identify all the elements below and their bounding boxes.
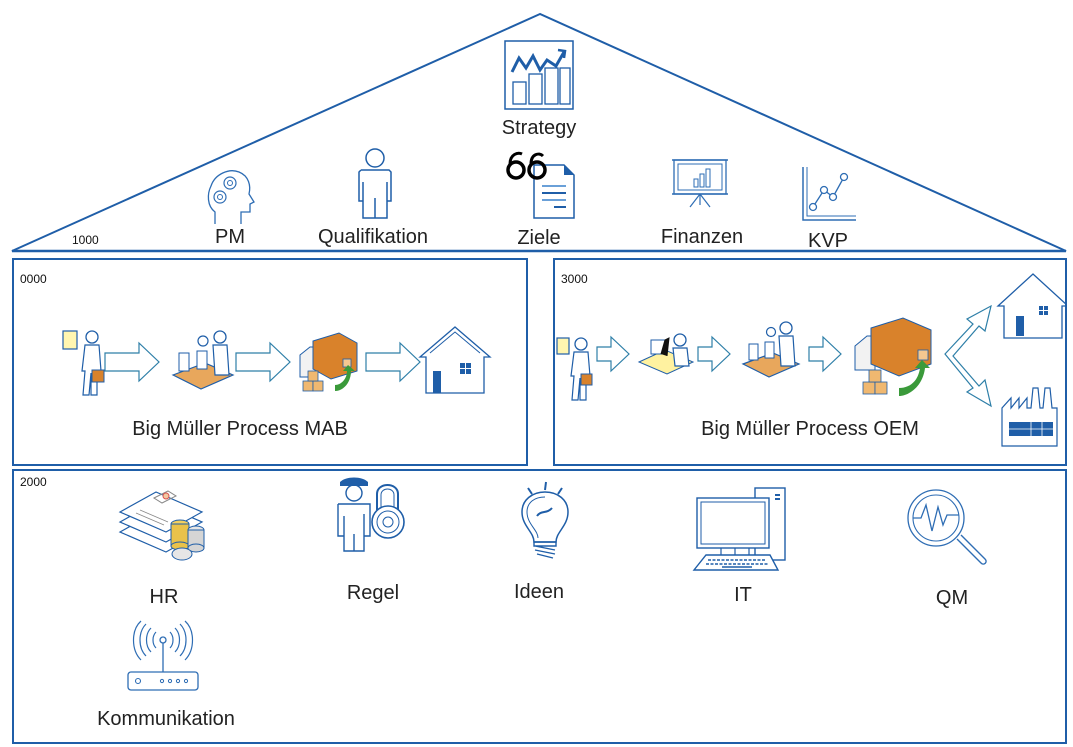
roof-code: 1000 bbox=[72, 233, 99, 247]
house-icon bbox=[418, 326, 492, 394]
lab-engineer-icon bbox=[637, 333, 695, 375]
process-mab-box bbox=[12, 258, 528, 466]
factory-icon bbox=[1001, 387, 1058, 447]
support-item-regel: Regel bbox=[346, 582, 400, 604]
support-box bbox=[12, 469, 1067, 744]
roof-item-ziele: Ziele bbox=[517, 227, 561, 249]
roof-outline bbox=[11, 12, 1067, 253]
wifi-router-icon bbox=[127, 620, 199, 691]
roof-item-finanzen: Finanzen bbox=[660, 226, 744, 248]
delivery-truck-icon bbox=[299, 332, 358, 392]
roof-item-kvp: KVP bbox=[807, 230, 849, 252]
house-icon bbox=[996, 273, 1065, 339]
process-oem-code: 3000 bbox=[561, 272, 588, 286]
support-item-qm: QM bbox=[935, 587, 969, 609]
line-graph-icon bbox=[802, 167, 856, 221]
head-gears-icon bbox=[207, 170, 255, 224]
strategy-chart-icon bbox=[504, 40, 574, 110]
customer-order-icon bbox=[62, 330, 105, 396]
presentation-board-icon bbox=[672, 159, 728, 208]
roof-item-strategy: Strategy bbox=[501, 117, 577, 139]
process-mab-code: 0000 bbox=[20, 272, 47, 286]
production-line-icon bbox=[171, 330, 235, 390]
support-code: 2000 bbox=[20, 475, 47, 489]
roof-item-qualifikation: Qualifikation bbox=[317, 226, 429, 248]
delivery-truck-icon bbox=[854, 317, 932, 396]
process-mab-flow bbox=[62, 326, 492, 396]
computer-icon bbox=[692, 487, 786, 571]
magnifier-wave-icon bbox=[907, 489, 987, 565]
person-icon bbox=[358, 148, 392, 219]
support-item-kommunikation: Kommunikation bbox=[97, 708, 235, 730]
support-item-ideen: Ideen bbox=[513, 581, 565, 603]
process-oem-box bbox=[553, 258, 1067, 466]
roof-item-pm: PM bbox=[215, 226, 245, 248]
process-oem-flow bbox=[556, 273, 1065, 447]
lightbulb-icon bbox=[521, 481, 569, 559]
support-item-hr: HR bbox=[149, 586, 179, 608]
documents-coins-icon bbox=[118, 490, 205, 561]
guard-lock-icon bbox=[337, 477, 405, 552]
support-item-it: IT bbox=[734, 584, 752, 606]
customer-order-icon bbox=[556, 337, 593, 401]
glasses-document-icon bbox=[506, 151, 575, 219]
production-line-icon bbox=[741, 321, 801, 378]
process-mab-title: Big Müller Process MAB bbox=[132, 418, 348, 440]
process-oem-title: Big Müller Process OEM bbox=[701, 418, 919, 440]
